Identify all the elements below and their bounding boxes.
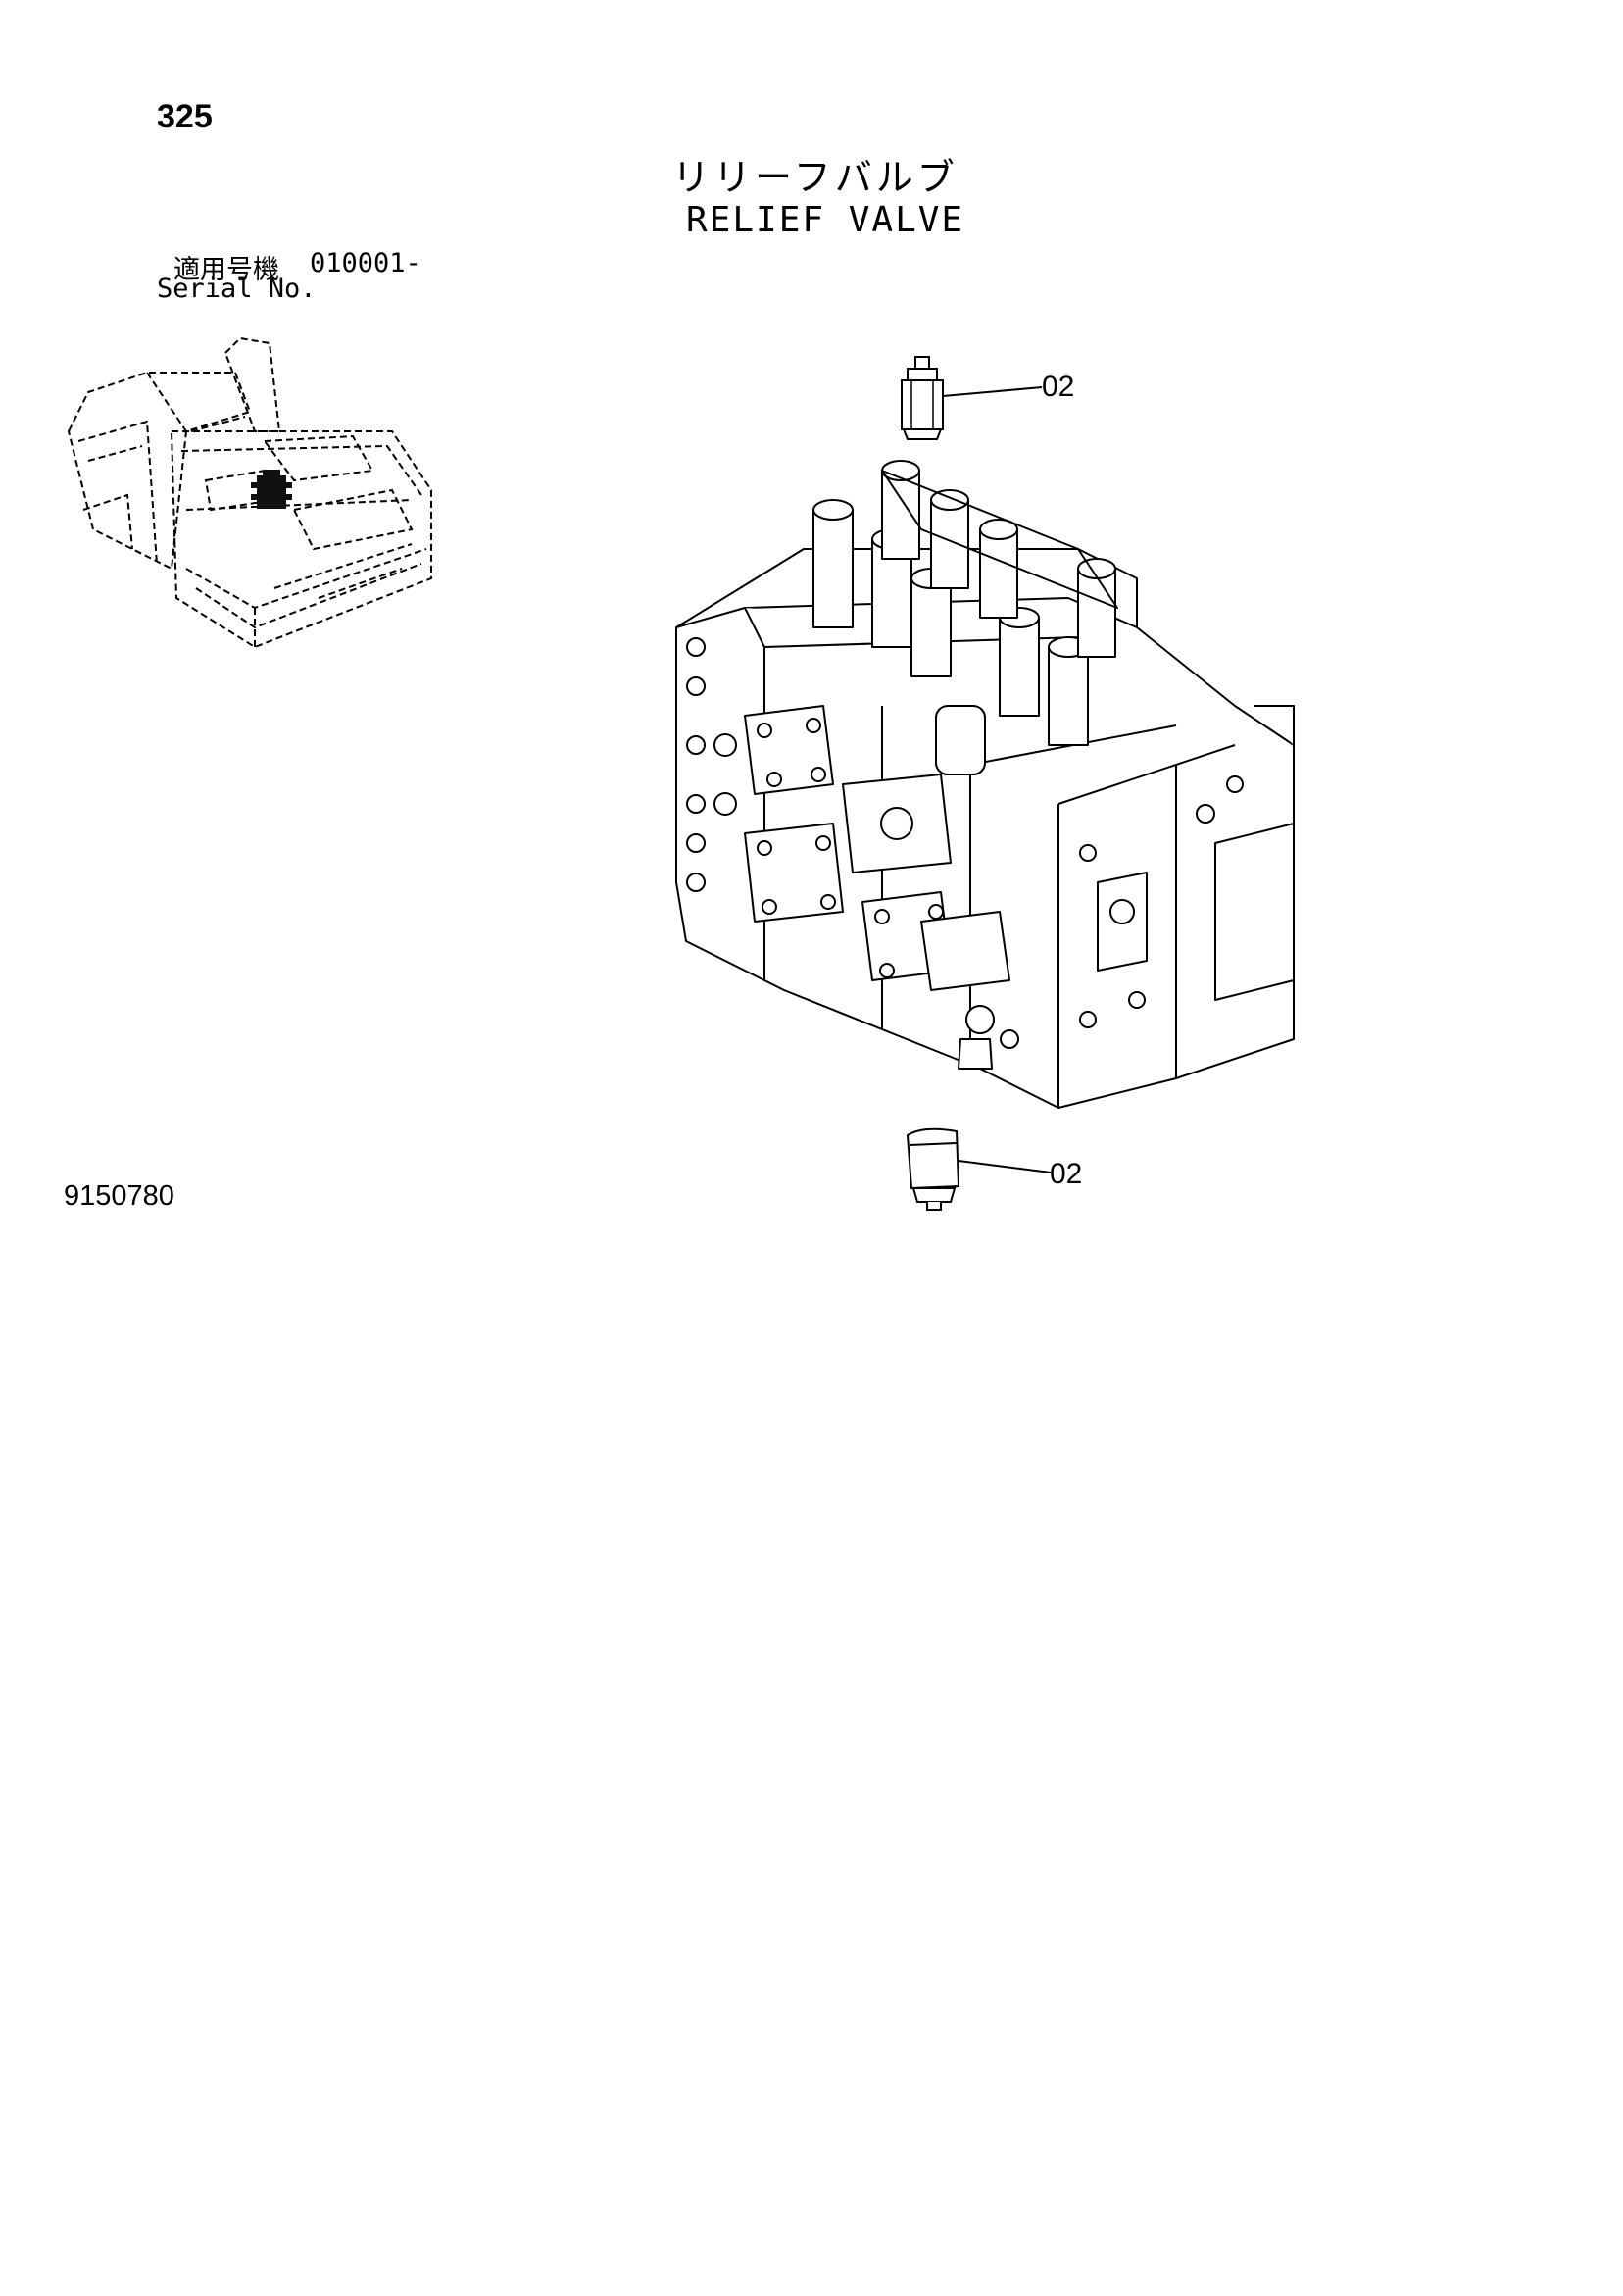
leader-line-top — [942, 386, 1043, 397]
part-label-top: 02 — [1042, 371, 1075, 403]
leader-line-bottom — [958, 1160, 1052, 1173]
serial-label-english: Serial No. — [157, 274, 317, 304]
title-japanese: リリーフバルブ — [672, 156, 959, 199]
excavator-locator-icon — [67, 336, 432, 649]
relief-valve-top-icon — [901, 356, 944, 440]
part-label-bottom: 02 — [1050, 1158, 1083, 1190]
valve-location-marker-icon — [251, 470, 292, 509]
control-valve-assembly-icon — [675, 460, 1295, 1109]
serial-label-japanese: 適用号機 — [173, 255, 279, 285]
serial-range: 010001- — [310, 248, 421, 278]
title-english: RELIEF VALVE — [686, 200, 965, 240]
relief-valve-bottom-icon — [906, 1127, 960, 1211]
drawing-number: 9150780 — [64, 1180, 174, 1212]
page-number: 325 — [157, 98, 213, 135]
